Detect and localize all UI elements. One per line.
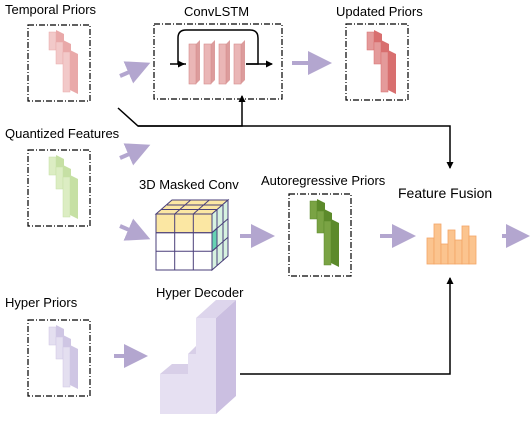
autoregressive-priors-stack xyxy=(309,199,339,267)
convlstm-label: ConvLSTM xyxy=(184,4,250,19)
hyper-decoder-label: Hyper Decoder xyxy=(156,285,244,300)
autoregressive-priors-label: Autoregressive Priors xyxy=(261,173,386,188)
feature-fusion-label: Feature Fusion xyxy=(398,185,493,201)
updated-priors-label: Updated Priors xyxy=(336,4,423,19)
autoregressive-priors-frame xyxy=(288,193,352,277)
hyper-priors-stack xyxy=(48,325,78,389)
light-arrows xyxy=(114,51,530,368)
temporal-priors-frame xyxy=(27,24,91,102)
masked-conv-cube xyxy=(154,198,230,272)
updated-priors-frame xyxy=(345,23,409,101)
temporal-priors-stack xyxy=(48,30,78,94)
convlstm-blocks xyxy=(188,40,245,85)
temporal-priors-label: Temporal Priors xyxy=(5,2,97,17)
arrow-quantized-to-convlstm xyxy=(119,143,151,166)
updated-priors-stack xyxy=(366,30,396,94)
arrow-temporal-to-convlstm xyxy=(119,61,151,84)
convlstm-loop-arrow xyxy=(177,29,259,68)
quantized-features-label: Quantized Features xyxy=(5,126,120,141)
hyper-priors-label: Hyper Priors xyxy=(5,295,78,310)
black-connectors xyxy=(117,95,454,375)
convlstm-frame xyxy=(153,23,283,100)
temporal-to-fusion-line xyxy=(117,107,454,169)
quantized-features-stack xyxy=(48,155,78,219)
quantized-to-convlstm-line xyxy=(138,95,246,127)
hyper-priors-frame xyxy=(27,319,91,397)
decoder-to-fusion-line xyxy=(240,277,454,375)
masked-conv-label: 3D Masked Conv xyxy=(139,177,239,192)
quantized-features-frame xyxy=(27,149,91,227)
arrow-quantized-to-maskedconv xyxy=(119,218,151,241)
feature-fusion-bars xyxy=(426,223,477,265)
hyper-decoder-block xyxy=(160,300,236,414)
